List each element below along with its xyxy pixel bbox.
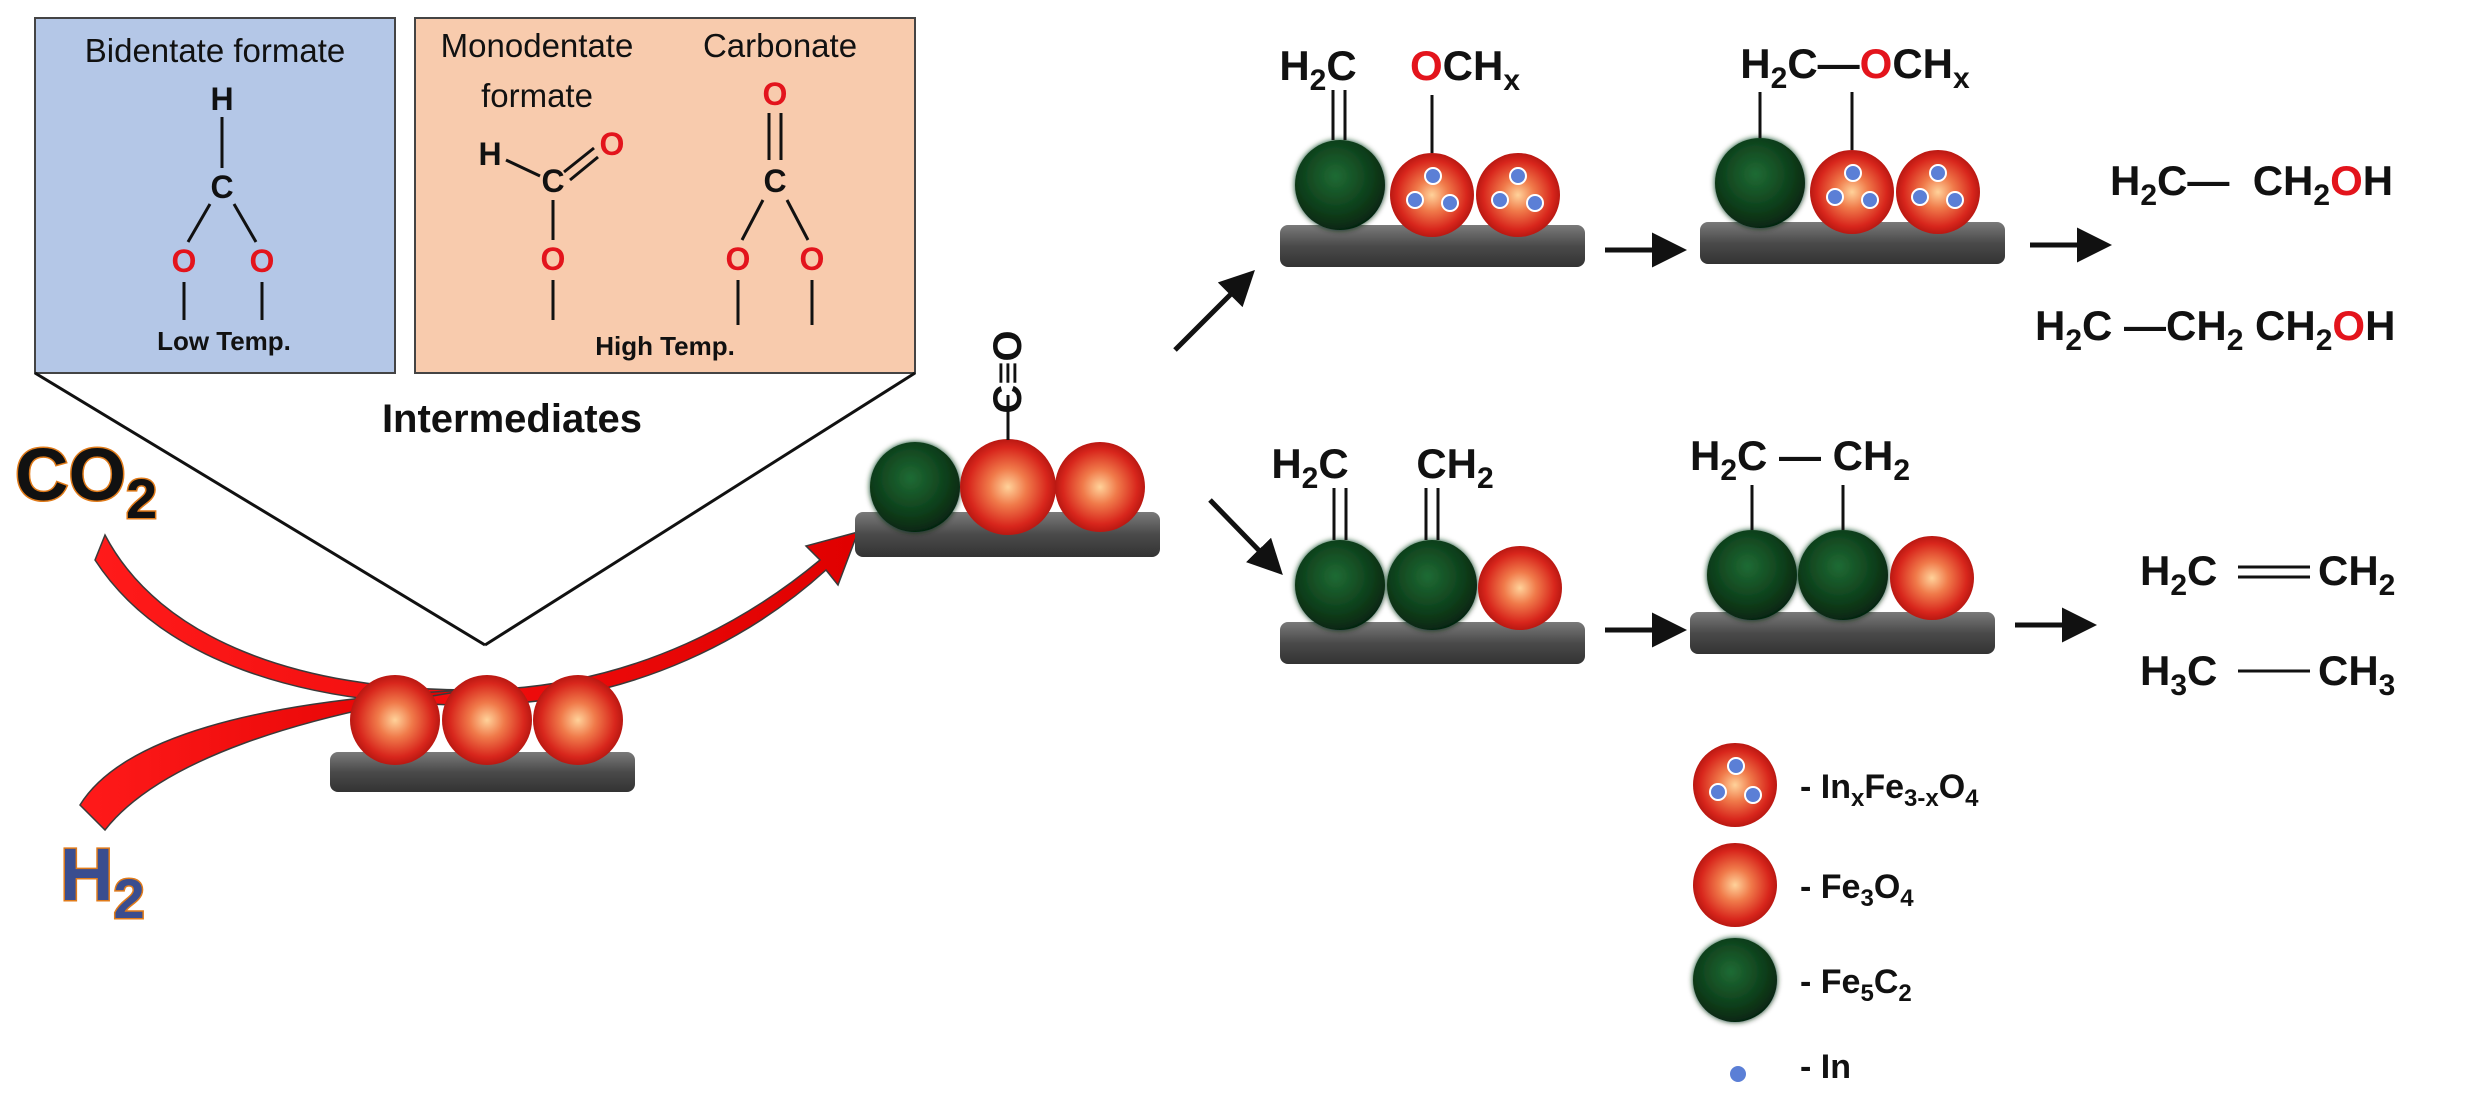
bidentate-formate-panel: Bidentate formate H C O O Low Temp. bbox=[34, 17, 396, 374]
intermediates-title: Intermediates bbox=[382, 397, 642, 441]
upper-step1-right-label: OCHx bbox=[1410, 42, 1520, 97]
inxfe3-xo4-particle bbox=[1896, 150, 1980, 234]
fe5c2-particle bbox=[1295, 140, 1385, 230]
lower-product-ethylene-right: CH2 bbox=[2318, 547, 2395, 602]
co2-flow-arrow bbox=[94, 530, 860, 706]
high-temp-label: High Temp. bbox=[595, 331, 735, 361]
legend-item-fe5c2: - Fe5C2 bbox=[1693, 938, 1912, 1022]
green-sphere-icon bbox=[1693, 938, 1777, 1022]
fe5c2-particle bbox=[1387, 540, 1477, 630]
inxfe3-xo4-particle bbox=[1390, 153, 1474, 237]
bidentate-o-atom-right: O bbox=[250, 243, 275, 279]
carbonate-o-left: O bbox=[726, 241, 751, 277]
upper-product-propanol: H2C —CH2 CH2OH bbox=[2035, 302, 2395, 357]
low-temp-label: Low Temp. bbox=[157, 326, 291, 356]
legend: - InxFe3-xO4 - Fe3O4 - Fe5C2 - In bbox=[1693, 743, 1979, 1086]
branch-arrow-up bbox=[1173, 270, 1255, 352]
fe5c2-particle bbox=[1707, 530, 1797, 620]
fe3o4-particle bbox=[533, 675, 623, 765]
lower-product-ethane: H3C bbox=[2140, 647, 2217, 702]
bidentate-h-atom: H bbox=[210, 81, 233, 117]
fe3o4-particle bbox=[1478, 546, 1562, 630]
upper-step1-left-label: H2C bbox=[1279, 42, 1356, 97]
monodentate-o-double: O bbox=[600, 126, 625, 162]
lower-step1: H2C CH2 bbox=[1271, 440, 1585, 664]
bidentate-o-atom-left: O bbox=[172, 243, 197, 279]
fe5c2-particle bbox=[870, 442, 960, 532]
legend-item-in: - In bbox=[1728, 1048, 1851, 1086]
co2-label: CO2 bbox=[15, 433, 157, 530]
inxfe3-xo4-particle bbox=[1810, 150, 1894, 234]
lower-products: H2C CH2 H3C CH3 bbox=[2140, 547, 2395, 702]
carbonate-o-right: O bbox=[800, 241, 825, 277]
red-sphere-with-in-dots-icon bbox=[1693, 743, 1777, 827]
legend-label-fe3o4: - Fe3O4 bbox=[1800, 868, 1914, 912]
h2-reactant: H2 bbox=[59, 832, 147, 932]
support-bar bbox=[1280, 622, 1585, 664]
fe5c2-particle bbox=[1715, 138, 1805, 228]
lower-step1-right-label: CH2 bbox=[1416, 440, 1493, 495]
blue-dot-icon bbox=[1728, 1064, 1748, 1084]
legend-label-fe5c2: - Fe5C2 bbox=[1800, 963, 1912, 1007]
h2-label: H2 bbox=[60, 833, 145, 930]
legend-item-inxfe3-xo4: - InxFe3-xO4 bbox=[1693, 743, 1979, 827]
bidentate-c-atom: C bbox=[210, 169, 233, 205]
fe3o4-particle bbox=[442, 675, 532, 765]
legend-label-in: - In bbox=[1800, 1048, 1851, 1086]
co2-reactant: CO2 bbox=[14, 432, 159, 532]
fe3o4-particle bbox=[350, 675, 440, 765]
fe3o4-particle bbox=[960, 439, 1056, 535]
upper-product-ethanol: H2C— CH2OH bbox=[2110, 157, 2393, 212]
lower-product-ethane-right: CH3 bbox=[2318, 647, 2395, 702]
monodentate-c-atom: C bbox=[541, 163, 564, 199]
lower-step1-left-label: H2C bbox=[1271, 440, 1348, 495]
upper-step2: H2C—OCHx bbox=[1700, 40, 2005, 264]
co-adsorbed-catalyst: C≡O bbox=[855, 330, 1160, 557]
monodentate-h-atom: H bbox=[478, 136, 501, 172]
branch-arrow-down bbox=[1208, 498, 1283, 576]
lower-product-ethylene: H2C bbox=[2140, 547, 2217, 602]
fe5c2-particle bbox=[1295, 540, 1385, 630]
inxfe3-xo4-particle bbox=[1476, 153, 1560, 237]
bidentate-formate-title: Bidentate formate bbox=[85, 32, 346, 69]
support-bar bbox=[1690, 612, 1995, 654]
upper-step1: H2C OCHx bbox=[1279, 42, 1585, 267]
upper-step2-label: H2C—OCHx bbox=[1740, 40, 1970, 95]
upper-products: H2C— CH2OH H2C —CH2 CH2OH bbox=[2035, 157, 2395, 357]
red-sphere-icon bbox=[1693, 843, 1777, 927]
carbonate-o-top: O bbox=[763, 76, 788, 112]
monodentate-title-line2: formate bbox=[481, 77, 593, 114]
carbonate-title: Carbonate bbox=[703, 27, 857, 64]
initial-catalyst bbox=[330, 675, 635, 792]
monodentate-o-single: O bbox=[541, 241, 566, 277]
fe5c2-particle bbox=[1798, 530, 1888, 620]
lower-step2-label: H2C — CH2 bbox=[1690, 432, 1910, 487]
legend-label-inxfe3-xo4: - InxFe3-xO4 bbox=[1800, 768, 1979, 812]
intermediates-funnel bbox=[34, 371, 916, 647]
lower-step2: H2C — CH2 bbox=[1690, 432, 1995, 654]
monodentate-title-line1: Monodentate bbox=[441, 27, 634, 64]
co-label: C≡O bbox=[986, 330, 1030, 413]
carbonate-formate-panel: Monodentate formate Carbonate H C O O O … bbox=[414, 17, 916, 374]
fe3o4-particle bbox=[1890, 536, 1974, 620]
carbonate-c-atom: C bbox=[763, 163, 786, 199]
legend-item-fe3o4: - Fe3O4 bbox=[1693, 843, 1914, 927]
fe3o4-particle bbox=[1055, 442, 1145, 532]
